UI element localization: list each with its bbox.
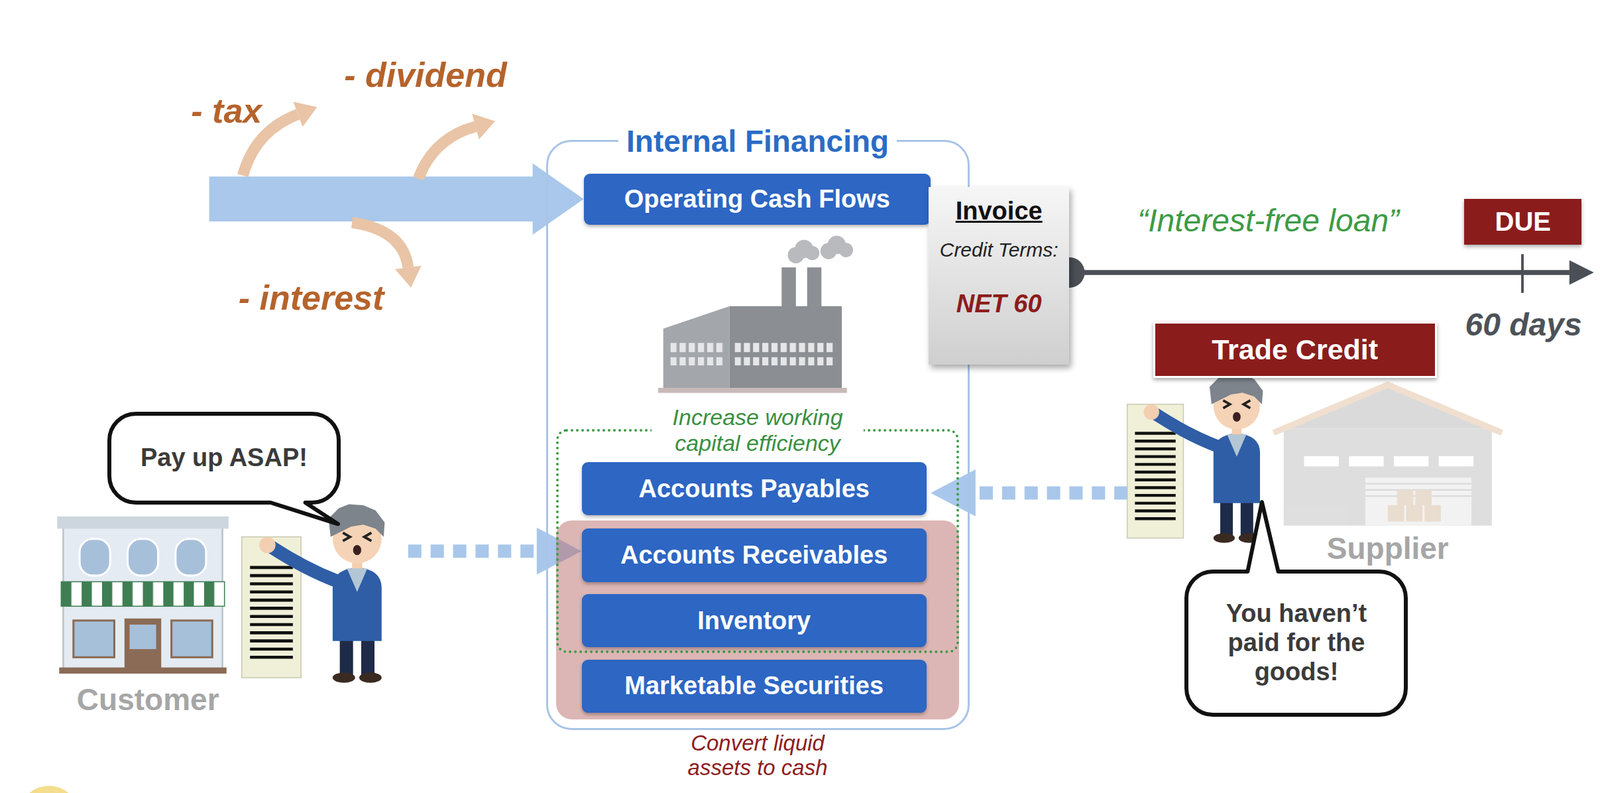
factory-icon	[807, 267, 822, 309]
customer-figure	[241, 503, 386, 683]
factory-icon	[670, 340, 724, 366]
invoice-title: Invoice	[955, 196, 1043, 226]
credit-timeline	[1053, 253, 1594, 293]
speech-text: Pay up ASAP!	[140, 443, 308, 472]
shop-icon	[79, 538, 111, 576]
efficiency-group: Accounts PayablesAccounts ReceivablesInv…	[556, 428, 960, 654]
tag-box: DUE	[1464, 198, 1582, 245]
factory-icon	[781, 267, 797, 309]
shop-icon	[129, 624, 157, 649]
shop-icon	[73, 620, 115, 657]
warehouse-icon	[1365, 477, 1472, 525]
corner-decoration	[18, 785, 80, 793]
warehouse-icon	[1348, 456, 1384, 466]
item-box: Operating Cash Flows	[583, 173, 931, 225]
warehouse-icon	[1283, 387, 1492, 429]
customer-figure	[241, 503, 386, 683]
item-label: Accounts Payables	[638, 474, 869, 504]
item-label: Marketable Securities	[624, 671, 884, 700]
factory-icon	[729, 306, 842, 392]
item-box: Accounts Receivables	[581, 528, 927, 582]
tag-box: Trade Credit	[1153, 321, 1437, 378]
shop-icon	[60, 581, 225, 606]
warehouse-icon	[1273, 384, 1502, 433]
item-box: Marketable Securities	[581, 659, 927, 713]
speech-bubble: You haven’t paid for the goods!	[1186, 571, 1406, 715]
credit-timeline	[1069, 269, 1574, 276]
item-label: Operating Cash Flows	[624, 184, 891, 214]
credit-timeline	[1521, 253, 1524, 293]
speech-bubble-outline	[109, 413, 339, 524]
warehouse-icon	[1415, 489, 1432, 506]
warehouse-icon	[1405, 505, 1423, 522]
deduction-arrowhead	[395, 265, 422, 288]
deduction-arrowhead	[292, 102, 496, 288]
credit-timeline	[1569, 260, 1595, 286]
warehouse-icon	[1393, 456, 1429, 466]
shop-icon	[127, 538, 158, 576]
deduction-arrowhead	[471, 113, 496, 140]
invoice-card: InvoiceCredit Terms: NET 60	[928, 186, 1070, 365]
supplier-figure	[1127, 373, 1264, 543]
warehouse-icon	[1438, 456, 1474, 466]
cash-flow-arrow	[209, 163, 584, 235]
annotation-label: Supplier	[1326, 530, 1449, 566]
warehouse-icon	[1387, 505, 1405, 522]
factory-icon	[734, 340, 836, 366]
deduction-arrow	[418, 126, 476, 179]
deduction-arrow	[242, 114, 476, 268]
annotation-label: - tax	[190, 91, 262, 132]
invoice-terms-label: Credit Terms:	[939, 238, 1059, 262]
financing-panel: Operating Cash FlowsAccounts PayablesAcc…	[546, 139, 970, 730]
flow-dotted-arrow	[408, 544, 537, 558]
speech-text: You haven’t paid for the goods!	[1206, 599, 1386, 686]
cash-flow-arrow	[209, 163, 584, 235]
item-label: Inventory	[697, 606, 811, 635]
factory-icon	[663, 306, 730, 392]
factory-icon	[805, 245, 820, 261]
annotation-label: - interest	[238, 278, 385, 319]
warehouse-icon	[1397, 489, 1414, 506]
warehouse-icon	[1424, 505, 1441, 522]
speech-bubble: Pay up ASAP!	[109, 413, 339, 503]
factory-icon	[839, 242, 854, 258]
warehouse-icon	[1283, 428, 1492, 525]
trade-credit-label: Trade Credit	[1211, 333, 1378, 366]
annotation-label: - dividend	[343, 55, 508, 96]
flow-dotted-arrow	[975, 485, 1128, 500]
group-heading: Increase working capital efficiency	[651, 402, 864, 458]
item-box: Inventory	[581, 593, 927, 647]
factory-icon	[658, 387, 848, 394]
item-box: Accounts Payables	[581, 461, 927, 515]
shop-icon	[58, 667, 227, 674]
due-tag: DUE	[1495, 206, 1551, 237]
deduction-arrowhead	[292, 102, 317, 128]
shop-icon	[57, 516, 229, 674]
shop-icon	[175, 538, 207, 576]
annotation-label: 60 days	[1464, 306, 1582, 343]
corner-decoration	[18, 785, 80, 793]
factory-icon	[658, 235, 854, 394]
item-label: Accounts Receivables	[620, 540, 888, 570]
annotation-label: Customer	[76, 681, 220, 717]
invoice-terms: NET 60	[956, 288, 1042, 319]
shop-icon	[124, 618, 162, 670]
supplier-figure	[1127, 373, 1264, 543]
panel-heading: Internal Financing	[618, 123, 897, 159]
warehouse-icon	[1304, 456, 1339, 466]
warehouse-icon	[1273, 384, 1502, 525]
deduction-arrow	[351, 222, 409, 268]
annotation-label: “Interest-free loan”	[1137, 202, 1400, 239]
shop-icon	[57, 516, 229, 529]
group-note: Convert liquid assets to cash	[664, 731, 851, 780]
shop-icon	[171, 620, 213, 657]
